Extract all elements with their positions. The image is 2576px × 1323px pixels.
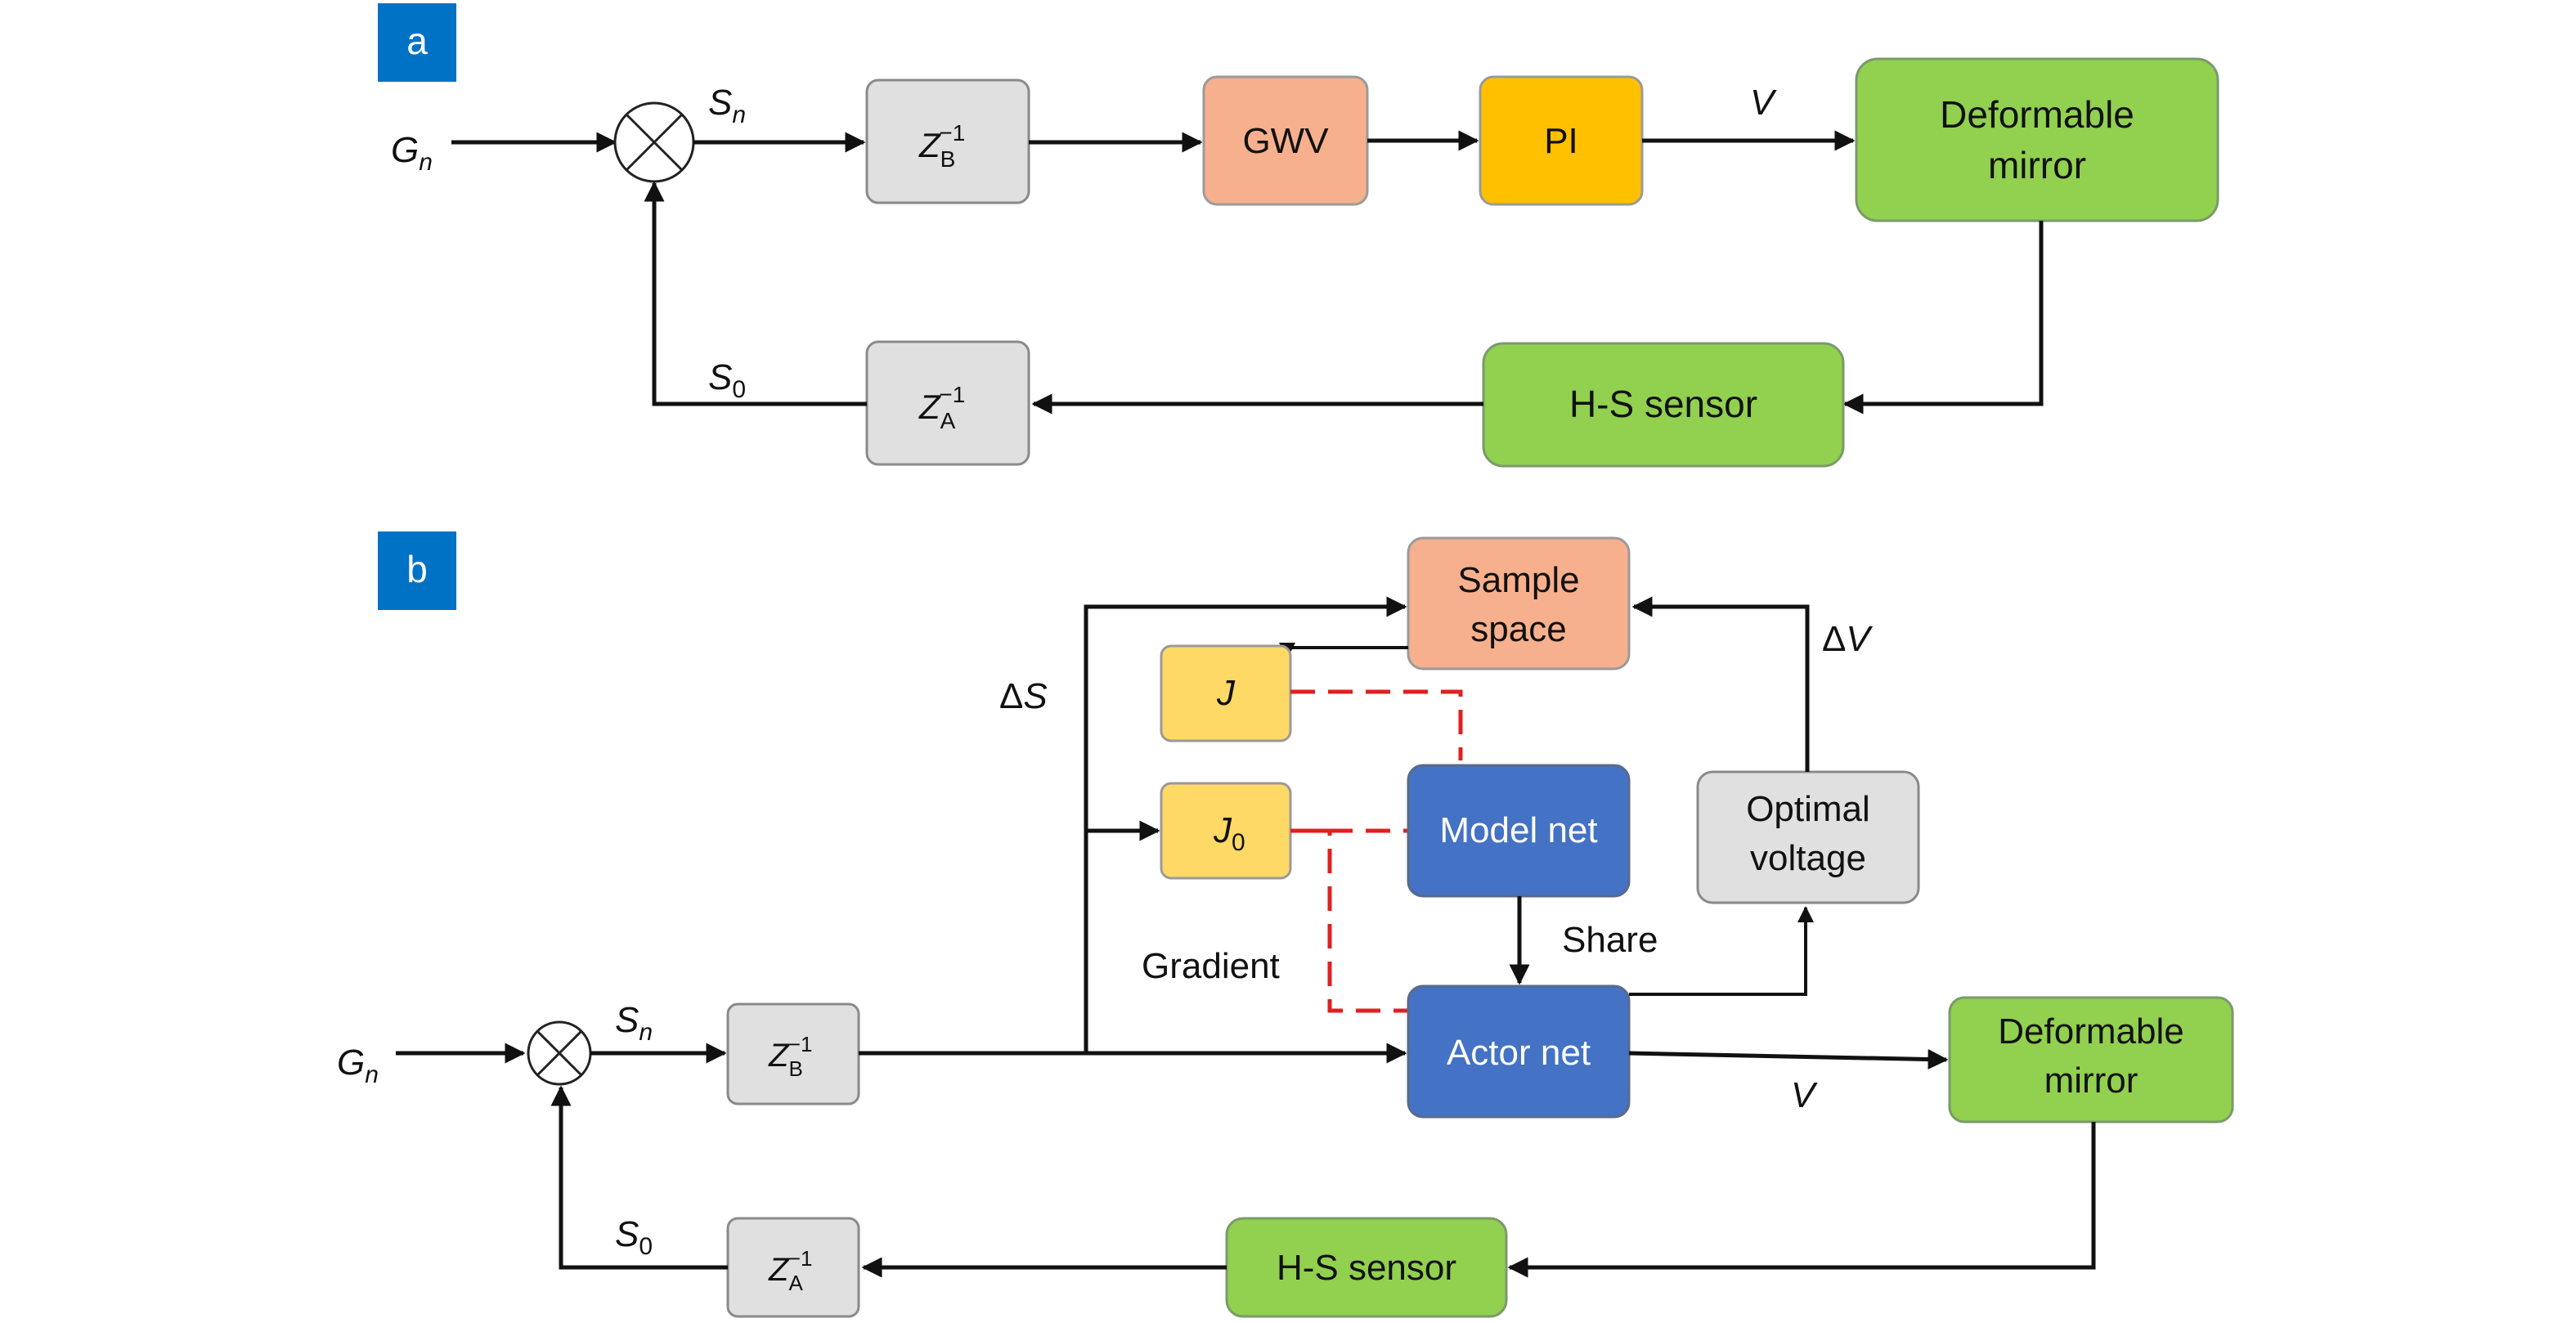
panel-a-deformable-mirror-line2: mirror (1988, 144, 2086, 186)
panel-b-actor-to-dm-arrow (1628, 1049, 1949, 1070)
panel-b-sample-space-line2: space (1470, 609, 1566, 649)
panel-b-j-model-dashed-link (1290, 689, 1463, 760)
panel-b-feedback-arrow (550, 1085, 728, 1270)
panel-b-dm-to-sensor-arrow (1507, 1122, 2096, 1278)
panel-b-sample-to-j-arrow (1279, 643, 1408, 659)
panel-a-deformable-mirror-block (1855, 57, 2219, 222)
panel-b-actor-net-label: Actor net (1447, 1033, 1591, 1073)
panel-a-zb-label: ZB−1 (918, 120, 965, 172)
panel-b-za-label: ZA−1 (768, 1246, 812, 1295)
panel-a-gwv-label: GWV (1242, 121, 1329, 161)
panel-b: b Gn Sn ZB−1 ΔS Sample space J (337, 531, 2234, 1318)
panel-b-sum-output-label: Sn (615, 1000, 653, 1046)
panel-b-hs-sensor-label: H-S sensor (1277, 1248, 1456, 1288)
panel-b-deformable-mirror-line2: mirror (2044, 1061, 2138, 1101)
panel-b-model-net-label: Model net (1439, 810, 1597, 850)
panel-b-delta-v-label: ΔV (1822, 619, 1873, 659)
panel-a-deformable-mirror-line1: Deformable (1940, 93, 2134, 136)
panel-b-badge (378, 531, 456, 610)
panel-a-badge (378, 3, 456, 82)
panel-a-hs-sensor-label: H-S sensor (1569, 383, 1757, 425)
panel-b-gradient-label: Gradient (1142, 946, 1280, 986)
panel-b-delta-v-arrow (1631, 596, 1810, 772)
panel-b-share-label: Share (1562, 920, 1658, 960)
panel-b-optimal-voltage-line2: voltage (1750, 838, 1866, 878)
panel-b-gradient-dashed-link (1310, 828, 1408, 1013)
panel-a-dm-to-sensor-arrow (1842, 221, 2044, 415)
panel-b-input-label: Gn (337, 1043, 379, 1088)
panel-b-actor-to-optimal-arrow (1629, 906, 1814, 996)
panel-a-sum-output-label: Sn (708, 83, 746, 128)
panel-b-sample-space-line1: Sample (1457, 560, 1579, 600)
panel-a-input-label: Gn (391, 130, 433, 176)
panel-b-zb-label: ZB−1 (768, 1032, 812, 1081)
panel-a: a Gn Sn ZB−1 GWV PI V Deformable mirror (378, 3, 2219, 468)
panel-b-sample-space-block (1407, 536, 1631, 670)
panel-a-badge-letter: a (406, 20, 428, 62)
panel-a-za-label: ZA−1 (918, 382, 965, 433)
panel-b-optimal-voltage-line1: Optimal (1746, 789, 1870, 829)
panel-b-j0-label: J0 (1213, 810, 1245, 856)
panel-a-feedback-label: S0 (708, 357, 746, 403)
panel-b-feedback-label: S0 (615, 1214, 653, 1260)
panel-b-voltage-label: V (1791, 1075, 1818, 1115)
panel-b-delta-s-branch (1084, 596, 1407, 1053)
panel-a-feedback-arrow (644, 181, 867, 406)
panel-a-summing-junction (613, 101, 695, 183)
panel-b-delta-s-label: ΔS (999, 676, 1048, 716)
panel-b-summing-junction (527, 1020, 592, 1086)
panel-b-j-label: J (1216, 673, 1236, 713)
panel-a-voltage-label: V (1750, 83, 1777, 123)
panel-b-deformable-mirror-line1: Deformable (1998, 1011, 2183, 1052)
panel-b-deformable-mirror-block (1948, 996, 2234, 1123)
panel-a-pi-label: PI (1544, 121, 1578, 161)
panel-b-badge-letter: b (406, 548, 428, 590)
panel-b-actor-net-block (1407, 984, 1631, 1119)
